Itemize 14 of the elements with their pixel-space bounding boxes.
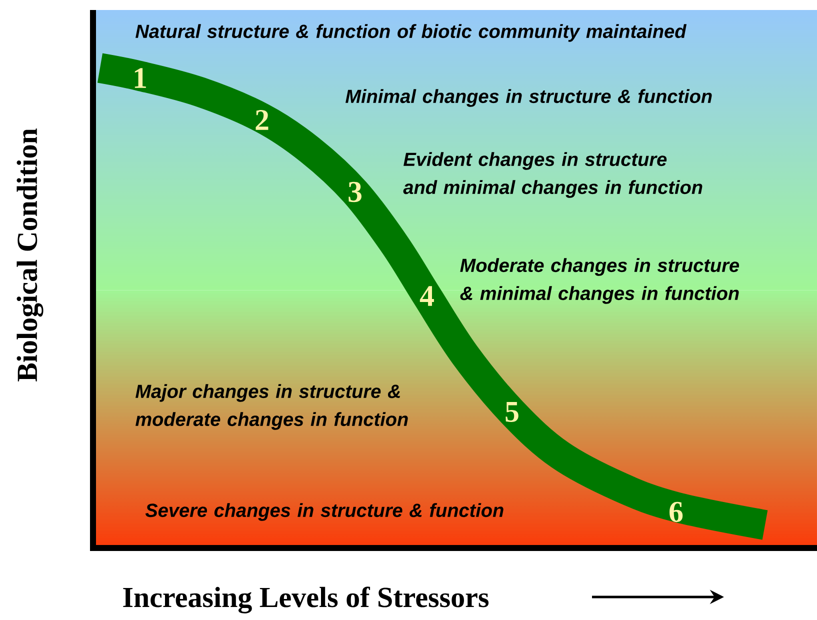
stage-description: Severe changes in structure & function: [145, 503, 504, 521]
axis-label: Biological Condition: [16, 128, 44, 382]
stage-description: Natural structure & function of biotic community maintained: [136, 24, 687, 42]
axis-label: Increasing Levels of Stressors: [123, 586, 489, 614]
stage-number: 2: [256, 110, 268, 130]
stage-description: Major changes in structure & moderate changes in function: [136, 384, 408, 430]
stage-description: Moderate changes in structure & minimal changes in function: [460, 258, 740, 304]
stage-number: 5: [506, 402, 518, 422]
stage-number: 3: [348, 182, 362, 202]
stage-number: 1: [134, 68, 146, 88]
stage-description: Evident changes in structure and minimal changes in function: [403, 152, 702, 198]
stage-description: Minimal changes in structure & function: [346, 89, 712, 107]
stage-number: 4: [420, 286, 434, 306]
stage-number: 6: [670, 502, 683, 522]
